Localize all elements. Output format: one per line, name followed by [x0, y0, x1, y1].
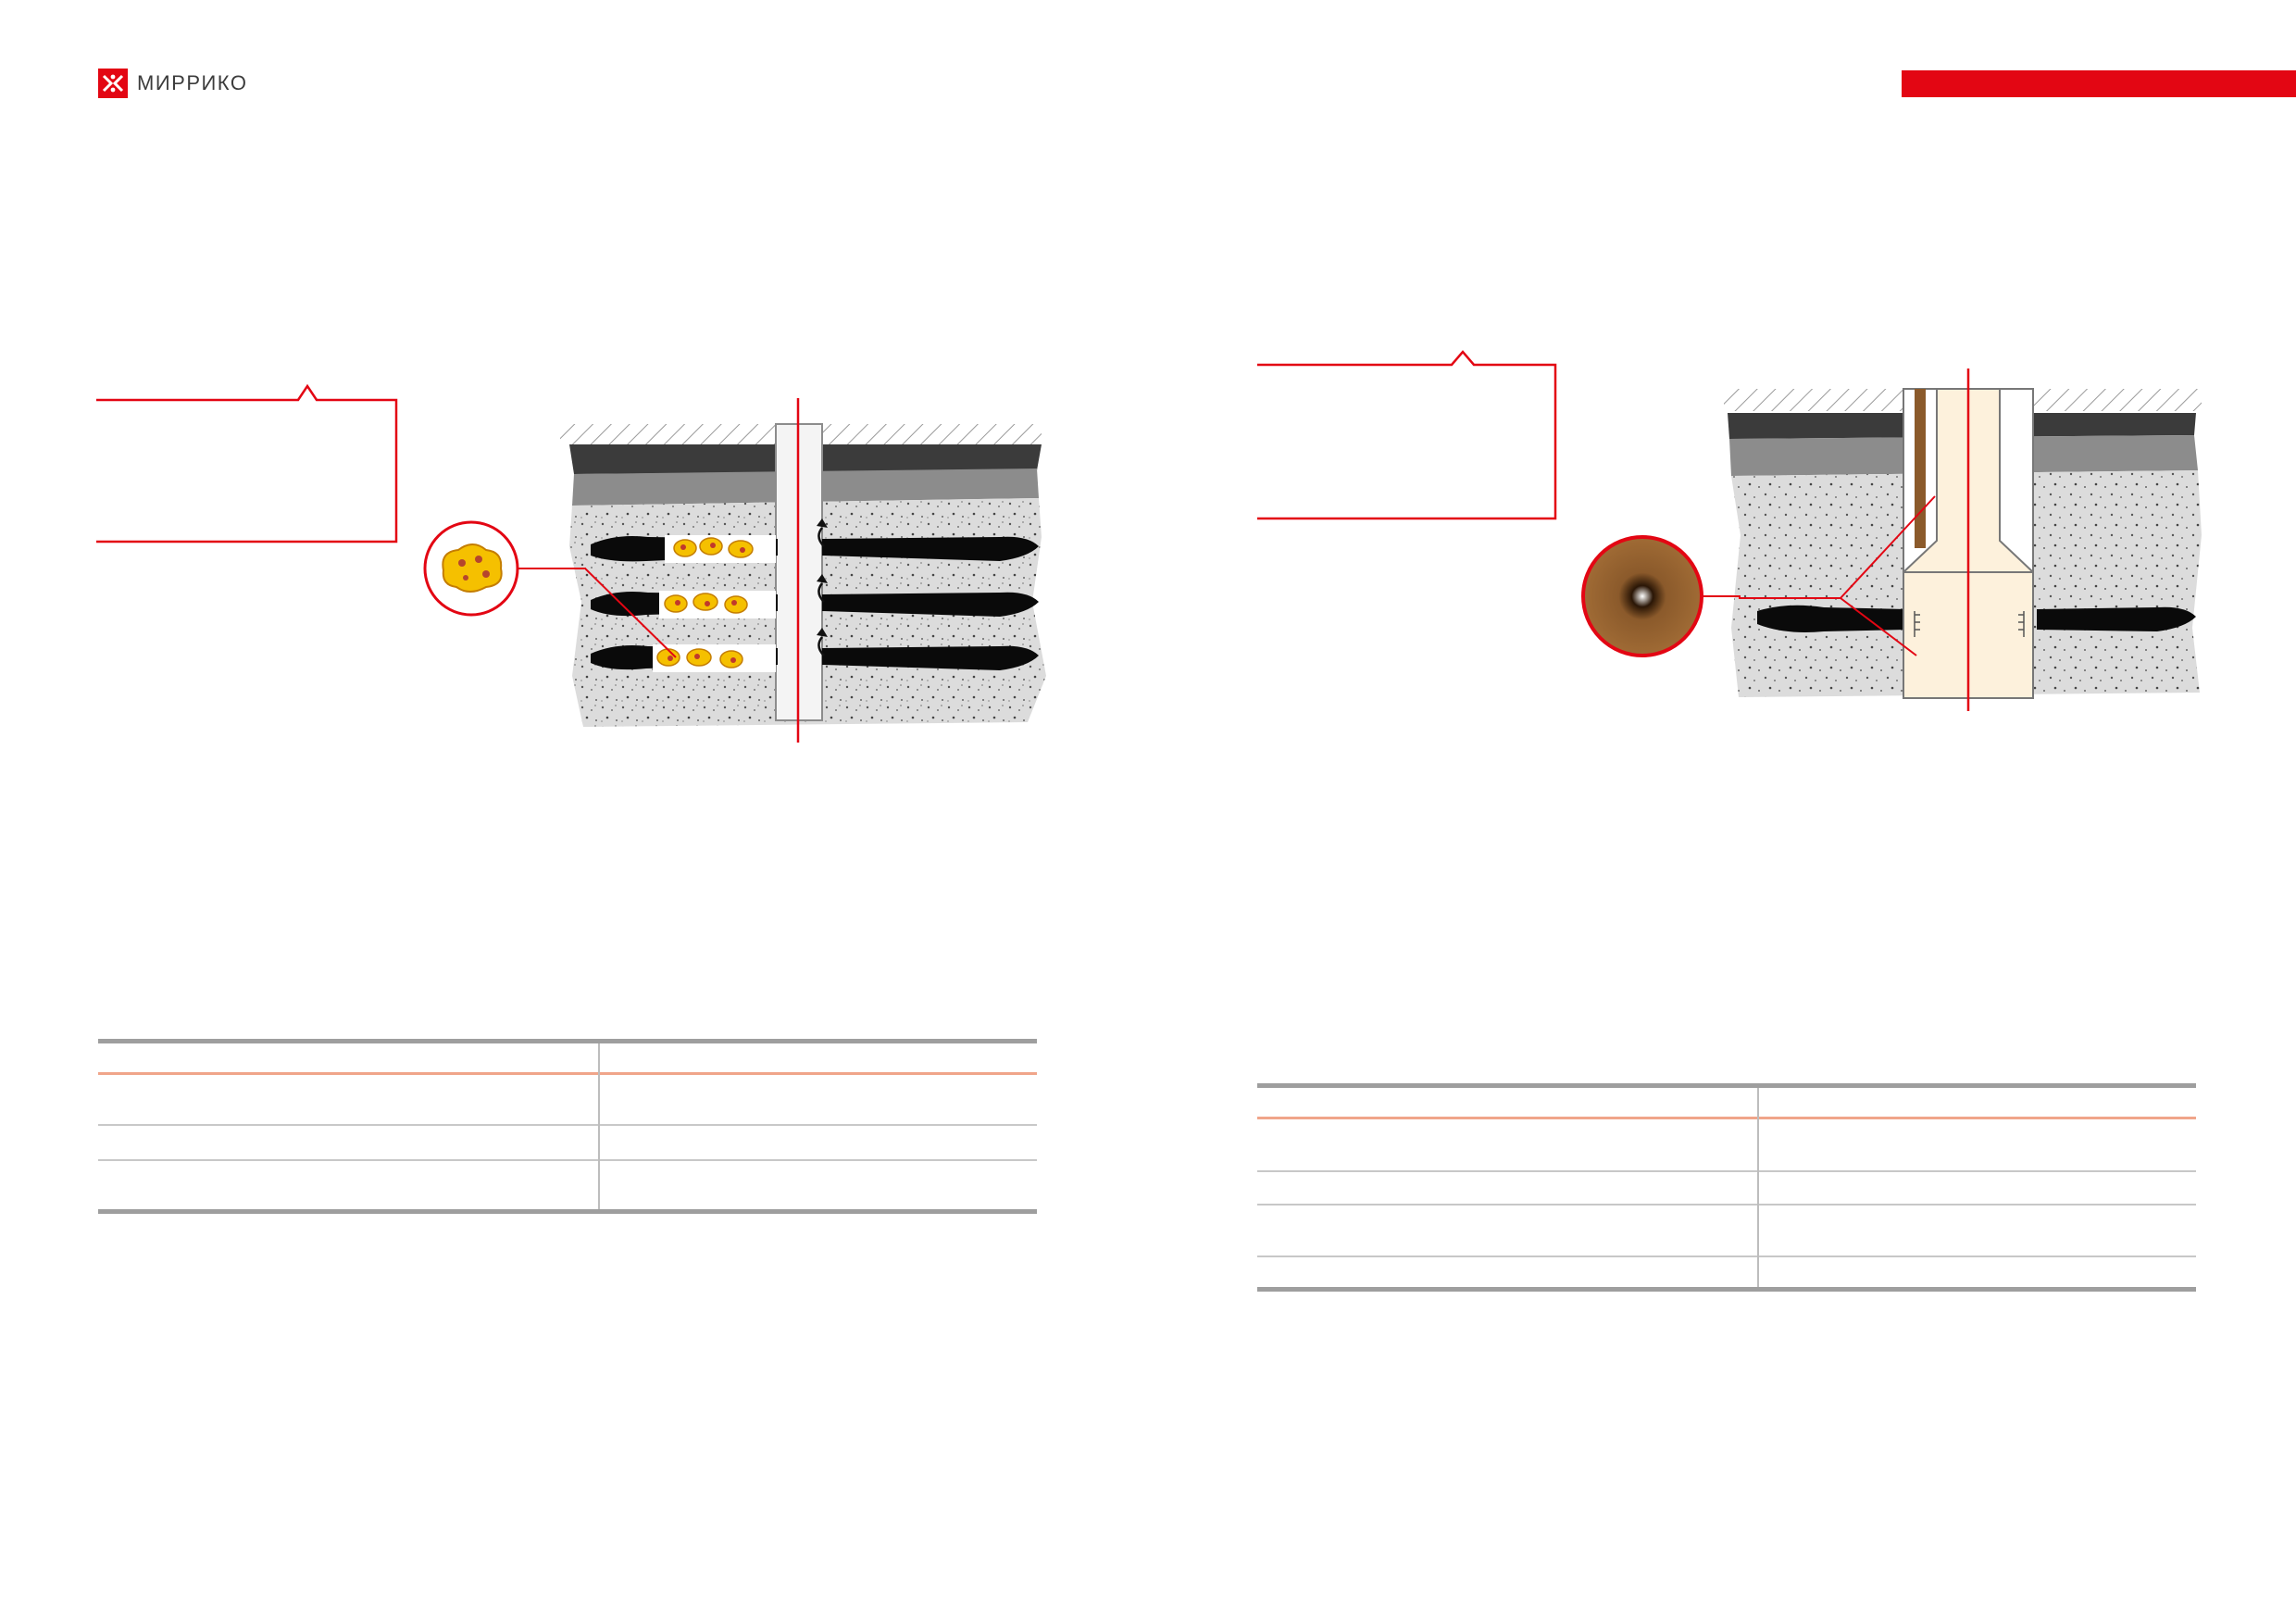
callout-frame-left	[96, 383, 398, 543]
table-row-rule	[1257, 1204, 2196, 1206]
table-bottom-rule	[98, 1209, 1037, 1214]
accent-bar	[1902, 70, 2296, 97]
properties-table-left	[98, 1039, 1037, 1215]
zoom-leader-right	[1739, 495, 1936, 656]
table-column-divider	[598, 1043, 600, 1209]
mudcake-zoom-callout	[1581, 535, 1741, 657]
particle-zoom-callout	[423, 520, 586, 617]
brand-name: МИРРИКО	[137, 71, 248, 94]
table-row-rule	[1257, 1170, 2196, 1172]
table-top-rule	[1257, 1083, 2196, 1088]
table-column-divider	[1757, 1088, 1759, 1287]
fracture-bridging-diagram	[560, 398, 1046, 743]
table-header-rule	[98, 1072, 1037, 1075]
brand: МИРРИКО	[98, 69, 247, 98]
table-row-rule	[1257, 1255, 2196, 1257]
table-top-rule	[98, 1039, 1037, 1043]
table-row-rule	[98, 1124, 1037, 1126]
table-row-rule	[98, 1159, 1037, 1161]
properties-table-right	[1257, 1083, 2196, 1293]
mirriko-logo-icon	[98, 69, 128, 98]
table-bottom-rule	[1257, 1287, 2196, 1292]
bridging-particles	[653, 535, 776, 672]
zoom-leader-left	[585, 568, 677, 658]
callout-frame-right	[1257, 350, 1557, 520]
wellbore-mudcake-diagram	[1724, 369, 2202, 711]
table-header-rule	[1257, 1117, 2196, 1119]
flow-arrows	[817, 527, 825, 656]
